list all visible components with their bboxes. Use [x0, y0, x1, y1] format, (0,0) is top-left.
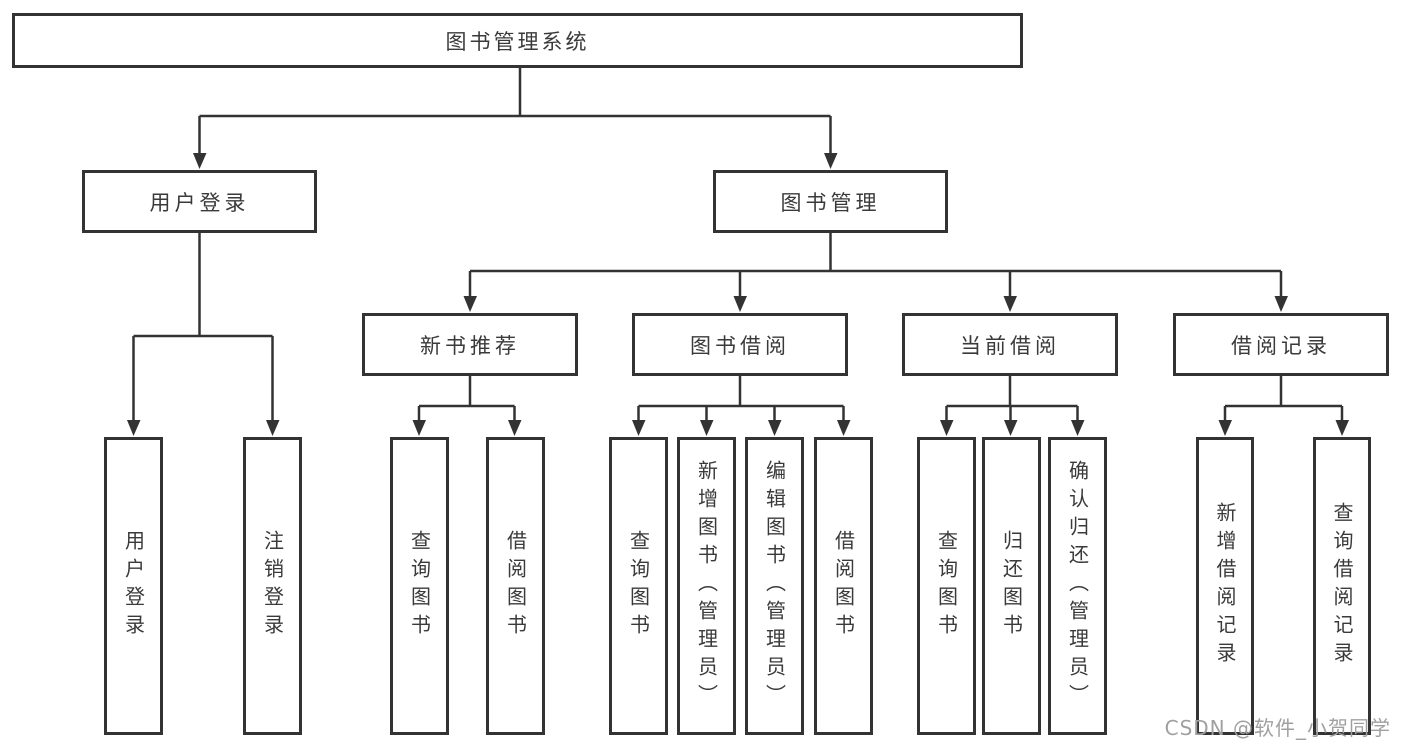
leaf-confirm-return-admin: 确认归还（管理员） — [1048, 437, 1107, 735]
leaf-logout-label: 注销登录 — [260, 530, 285, 642]
leaf-add-borrow-record-label: 新增借阅记录 — [1213, 502, 1237, 670]
leaf-add-books-admin: 新增图书（管理员） — [677, 437, 736, 735]
leaf-user-login-label: 用户登录 — [121, 530, 146, 642]
connector-records-branch — [1223, 376, 1344, 422]
node-book-borrow: 图书借阅 — [632, 313, 848, 376]
node-current-borrow: 当前借阅 — [902, 313, 1118, 376]
leaf-query-books-current-label: 查询图书 — [934, 530, 959, 642]
node-borrow-records: 借阅记录 — [1173, 313, 1389, 376]
node-user-login-label: 用户登录 — [149, 190, 250, 215]
connector-recommend-branch — [417, 376, 516, 422]
leaf-logout: 注销登录 — [243, 437, 302, 735]
leaf-query-books-recommend-label: 查询图书 — [407, 530, 432, 642]
leaf-borrow-books: 借阅图书 — [814, 437, 873, 735]
leaf-confirm-return-admin-label: 确认归还（管理员） — [1065, 460, 1090, 712]
leaf-return-books-label: 归还图书 — [999, 530, 1024, 642]
connector-login-branch — [132, 233, 274, 422]
csdn-watermark: CSDN @软件_小贺同学 — [1164, 716, 1391, 740]
connector-root-branch — [198, 68, 832, 155]
node-book-borrow-label: 图书借阅 — [690, 333, 790, 358]
leaf-query-books-recommend: 查询图书 — [390, 437, 449, 735]
leaf-borrow-books-recommend: 借阅图书 — [486, 437, 545, 735]
node-user-login: 用户登录 — [82, 170, 317, 233]
connector-mgmt-branch — [468, 233, 1283, 298]
leaf-add-borrow-record: 新增借阅记录 — [1196, 437, 1254, 735]
node-library-system-label: 图书管理系统 — [445, 29, 590, 54]
leaf-query-books-borrow-label: 查询图书 — [626, 530, 651, 642]
leaf-borrow-books-recommend-label: 借阅图书 — [503, 530, 528, 642]
leaf-query-borrow-record-label: 查询借阅记录 — [1330, 502, 1354, 670]
leaf-edit-books-admin: 编辑图书（管理员） — [745, 437, 804, 735]
node-new-book-recommend-label: 新书推荐 — [420, 333, 520, 358]
node-book-management-label: 图书管理 — [780, 190, 881, 215]
leaf-add-books-admin-label: 新增图书（管理员） — [694, 460, 719, 712]
leaf-query-borrow-record: 查询借阅记录 — [1313, 437, 1371, 735]
node-new-book-recommend: 新书推荐 — [362, 313, 578, 376]
leaf-query-books-current: 查询图书 — [917, 437, 976, 735]
node-library-system: 图书管理系统 — [12, 13, 1023, 68]
connector-current-branch — [945, 376, 1079, 422]
connector-borrow-branch — [637, 376, 845, 422]
leaf-borrow-books-label: 借阅图书 — [831, 530, 856, 642]
leaf-edit-books-admin-label: 编辑图书（管理员） — [762, 460, 787, 712]
node-current-borrow-label: 当前借阅 — [960, 333, 1060, 358]
node-book-management: 图书管理 — [713, 170, 948, 233]
leaf-return-books: 归还图书 — [982, 437, 1041, 735]
leaf-query-books-borrow: 查询图书 — [609, 437, 668, 735]
node-borrow-records-label: 借阅记录 — [1231, 333, 1331, 358]
leaf-user-login: 用户登录 — [104, 437, 163, 735]
